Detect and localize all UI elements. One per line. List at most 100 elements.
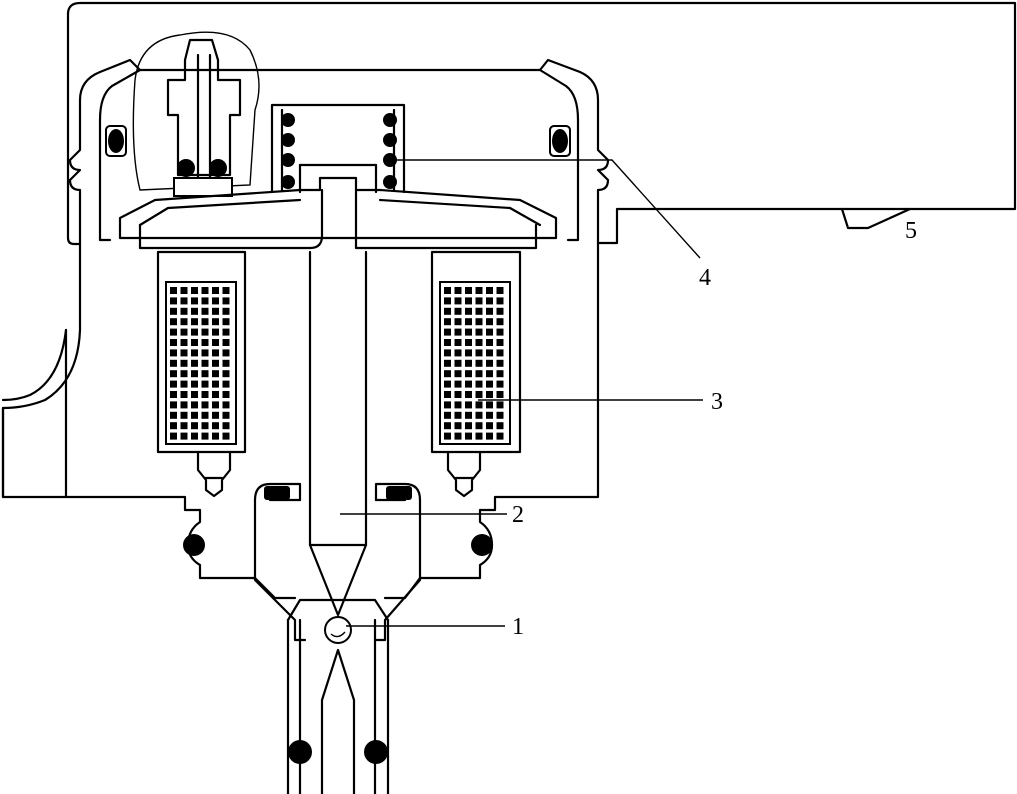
coil-winding-cell: [496, 432, 504, 440]
coil-winding-cell: [212, 307, 219, 315]
coil-winding-cell: [222, 339, 230, 346]
coil-winding-cell: [496, 370, 504, 378]
coil-winding-cell: [170, 339, 177, 346]
coil-winding-cell: [444, 307, 451, 315]
coil-winding-cell: [170, 307, 177, 315]
coil-winding-cell: [170, 287, 177, 294]
coil-winding-cell: [222, 307, 230, 315]
coil-winding-cell: [170, 380, 177, 388]
coil-winding-cell: [222, 422, 230, 430]
coil-winding-cell: [222, 287, 230, 294]
coil-winding-cell: [496, 328, 504, 336]
coil-winding-cell: [465, 411, 472, 419]
coil-winding-cell: [180, 359, 188, 367]
coil-winding-cell: [486, 359, 493, 367]
coil-winding-cell: [170, 411, 177, 419]
coil-winding-cell: [486, 297, 493, 305]
coil-winding-cell: [444, 297, 451, 305]
coil-winding-cell: [222, 380, 230, 388]
coil-winding-cell: [454, 391, 462, 398]
coil-winding-cell: [496, 422, 504, 430]
coil-winding-cell: [222, 297, 230, 305]
coil-winding-cell: [212, 411, 219, 419]
coil-winding-cell: [475, 380, 483, 388]
coil-winding-cell: [170, 328, 177, 336]
coil-winding-cell: [212, 401, 219, 409]
ball-valve: [324, 616, 352, 644]
coil-winding-cell: [475, 328, 483, 336]
coil-winding-cell: [475, 401, 483, 409]
coil-winding-cell: [475, 318, 483, 326]
coil-winding-cell: [170, 297, 177, 305]
coil-winding-cell: [454, 359, 462, 367]
coil-winding-cell: [454, 307, 462, 315]
coil-winding-cell: [465, 370, 472, 378]
coil-winding-cell: [191, 359, 198, 367]
coil-winding-cell: [201, 391, 209, 398]
coil-winding-cell: [486, 401, 493, 409]
coil-winding-cell: [170, 432, 177, 440]
coil-winding-cell: [180, 391, 188, 398]
coil-winding-cell: [465, 339, 472, 346]
coil-winding-cell: [191, 432, 198, 440]
coil-winding-cell: [465, 328, 472, 336]
coil-winding-cell: [486, 432, 493, 440]
coil-winding-cell: [444, 401, 451, 409]
coil-winding-cell: [180, 411, 188, 419]
coil-right: [430, 250, 522, 498]
coil-winding-cell: [201, 349, 209, 357]
coil-winding-cell: [191, 339, 198, 346]
coil-winding-cell: [191, 380, 198, 388]
coil-winding-cell: [454, 422, 462, 430]
coil-winding-cell: [496, 297, 504, 305]
coil-winding-cell: [191, 318, 198, 326]
coil-winding-cell: [496, 359, 504, 367]
coil-winding-cell: [465, 391, 472, 398]
coil-winding-cell: [170, 349, 177, 357]
coil-winding-cell: [180, 339, 188, 346]
coil-winding-cell: [486, 422, 493, 430]
coil-winding-cell: [191, 307, 198, 315]
coil-winding-cell: [191, 391, 198, 398]
coil-winding-cell: [486, 307, 493, 315]
coil-winding-cell: [191, 287, 198, 294]
plunger-rod: [308, 250, 368, 617]
coil-winding-cell: [212, 287, 219, 294]
coil-winding-cell: [496, 401, 504, 409]
coil-winding-cell: [454, 297, 462, 305]
coil-winding-cell: [496, 411, 504, 419]
coil-winding-cell: [454, 380, 462, 388]
coil-winding-cell: [222, 370, 230, 378]
coil-winding-cell: [170, 370, 177, 378]
coil-winding-cell: [454, 349, 462, 357]
coil-winding-cell: [465, 287, 472, 294]
coil-winding-cell: [201, 318, 209, 326]
coil-winding-cell: [475, 411, 483, 419]
coil-winding-cell: [201, 370, 209, 378]
coil-winding-cell: [222, 349, 230, 357]
coil-winding-cell: [475, 422, 483, 430]
coil-winding-cell: [212, 318, 219, 326]
coil-winding-cell: [180, 297, 188, 305]
coil-winding-cell: [212, 339, 219, 346]
leader-lines: [340, 159, 703, 627]
spring-assembly: [270, 103, 406, 194]
coil-winding-cell: [212, 297, 219, 305]
coil-winding-cell: [486, 370, 493, 378]
coil-winding-cell: [180, 328, 188, 336]
coil-winding-cell: [170, 422, 177, 430]
coil-winding-cell: [444, 380, 451, 388]
coil-winding-cell: [444, 391, 451, 398]
coil-winding-cell: [454, 287, 462, 294]
coil-winding-cell: [212, 349, 219, 357]
coil-winding-cell: [180, 370, 188, 378]
coil-winding-cell: [212, 422, 219, 430]
coil-winding-cell: [444, 422, 451, 430]
upper-o-rings: [105, 125, 571, 157]
coil-winding-cell: [201, 359, 209, 367]
coil-winding-cell: [465, 349, 472, 357]
coil-left: [156, 250, 247, 498]
coil-winding-cell: [496, 349, 504, 357]
coil-winding-cell: [496, 307, 504, 315]
